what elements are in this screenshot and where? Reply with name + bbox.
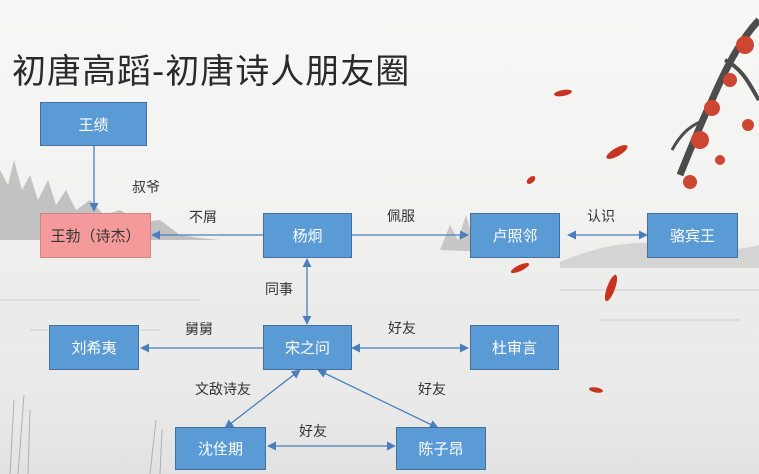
edge-label-haoyou-shen-chen: 好友 — [299, 424, 327, 440]
edge-label-shuye: 叔爷 — [132, 180, 160, 196]
edge-label-haoyou-du: 好友 — [388, 321, 416, 337]
node-luobinwang: 骆宾王 — [647, 213, 738, 258]
water-reflections — [0, 289, 759, 331]
node-wangbo: 王勃（诗杰） — [40, 213, 151, 258]
node-songzhiwen: 宋之问 — [263, 325, 352, 370]
page-title: 初唐高蹈-初唐诗人朋友圈 — [12, 52, 411, 92]
edge-songzhiwen-shenquanqi — [224, 369, 301, 429]
node-shenquanqi: 沈佺期 — [175, 427, 266, 470]
reeds — [9, 394, 163, 474]
node-luzhaolin: 卢照邻 — [470, 213, 560, 258]
node-dushenyan: 杜审言 — [470, 325, 559, 370]
edge-label-renshi: 认识 — [587, 209, 615, 225]
edge-label-buxie: 不屑 — [189, 210, 217, 226]
node-liuxiyi: 刘希夷 — [49, 325, 139, 370]
plum-branch — [670, 17, 759, 189]
edge-songzhiwen-chenziang — [317, 369, 439, 429]
edge-label-tongshi: 同事 — [265, 282, 293, 298]
edge-label-peifu: 佩服 — [387, 209, 415, 225]
node-yangjiong: 杨炯 — [263, 213, 352, 258]
edge-label-wendi: 文敌诗友 — [195, 382, 251, 398]
node-chenziang: 陈子昂 — [396, 427, 486, 470]
falling-petals — [510, 89, 628, 393]
edge-label-jiujiu: 舅舅 — [185, 322, 213, 338]
edge-label-haoyou-chen: 好友 — [418, 382, 446, 398]
node-wangji: 王绩 — [40, 102, 147, 146]
